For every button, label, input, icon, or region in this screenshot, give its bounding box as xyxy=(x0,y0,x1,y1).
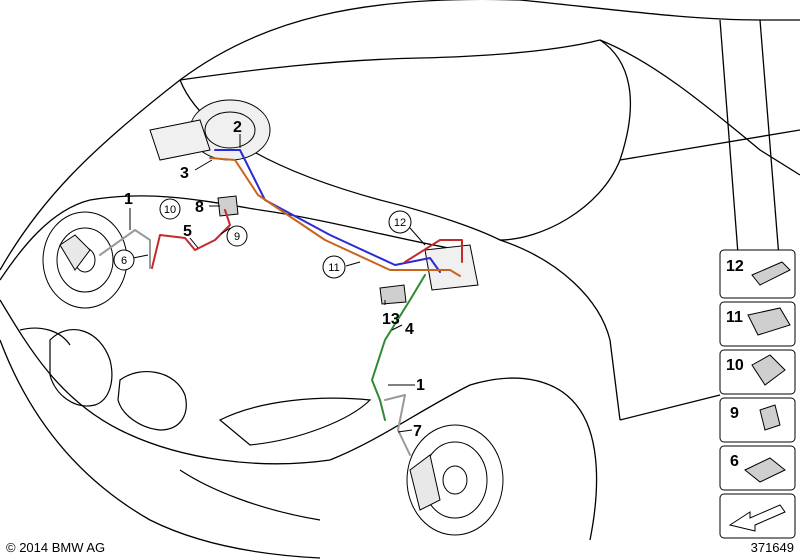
copyright-text: © 2014 BMW AG xyxy=(6,540,106,555)
legend-item-6: 6 xyxy=(719,445,796,491)
callout-13: 13 xyxy=(382,311,400,328)
callout-6: 6 xyxy=(113,249,135,271)
clip-11-icon xyxy=(747,307,791,336)
right-brake-disc xyxy=(406,424,504,536)
callouts: 1 2 3 8 5 13 4 1 7 xyxy=(124,119,425,440)
callout-5: 5 xyxy=(183,223,192,240)
abs-unit xyxy=(424,244,479,291)
bracket-part-8 xyxy=(217,195,239,217)
legend-label-11: 11 xyxy=(726,309,743,326)
grey-brake-hose-right xyxy=(384,394,411,456)
svg-text:10: 10 xyxy=(164,204,176,216)
legend-label-9: 9 xyxy=(730,405,739,422)
callout-4: 4 xyxy=(405,321,414,338)
red-brake-line-right xyxy=(404,239,463,263)
callout-10: 10 xyxy=(159,198,181,220)
legend-item-12: 12 xyxy=(719,249,796,299)
callout-leaders xyxy=(129,134,426,433)
legend-item-9: 9 xyxy=(719,397,796,443)
callout-8: 8 xyxy=(195,199,204,216)
callout-1-left: 1 xyxy=(124,191,133,208)
circled-callouts: 10 9 6 11 12 xyxy=(113,198,412,279)
legend-item-11: 11 xyxy=(719,301,796,347)
clip-10-icon xyxy=(751,354,786,386)
arrow-icon xyxy=(728,504,786,532)
bracket-part-13 xyxy=(379,284,407,305)
brake-booster xyxy=(149,99,271,161)
svg-text:11: 11 xyxy=(328,262,339,274)
legend-label-10: 10 xyxy=(726,357,744,374)
grey-brake-hose xyxy=(99,229,151,269)
callout-9: 9 xyxy=(226,225,248,247)
clip-6-icon xyxy=(744,457,786,483)
front-grille xyxy=(19,327,372,521)
callout-7: 7 xyxy=(413,423,422,440)
diagram-number: 371649 xyxy=(750,540,794,555)
legend-item-arrow xyxy=(719,493,796,539)
svg-text:12: 12 xyxy=(394,217,406,229)
svg-text:9: 9 xyxy=(234,231,240,243)
svg-text:6: 6 xyxy=(121,255,127,267)
brake-lines xyxy=(99,149,463,456)
callout-1-right: 1 xyxy=(416,377,425,394)
blue-brake-line xyxy=(214,149,441,273)
green-brake-line xyxy=(371,274,426,421)
legend-label-6: 6 xyxy=(730,453,739,470)
parts-legend: 12 11 10 9 6 xyxy=(719,249,796,539)
clip-12-icon xyxy=(751,261,791,286)
callout-3: 3 xyxy=(180,165,189,182)
orange-brake-line xyxy=(209,157,461,277)
callout-12: 12 xyxy=(388,210,412,234)
callout-11: 11 xyxy=(322,255,346,279)
left-brake-disc xyxy=(42,211,128,309)
callout-2: 2 xyxy=(233,119,242,136)
red-brake-line xyxy=(151,209,231,269)
legend-item-10: 10 xyxy=(719,349,796,395)
clip-9-icon xyxy=(759,404,781,431)
legend-label-12: 12 xyxy=(726,258,744,275)
